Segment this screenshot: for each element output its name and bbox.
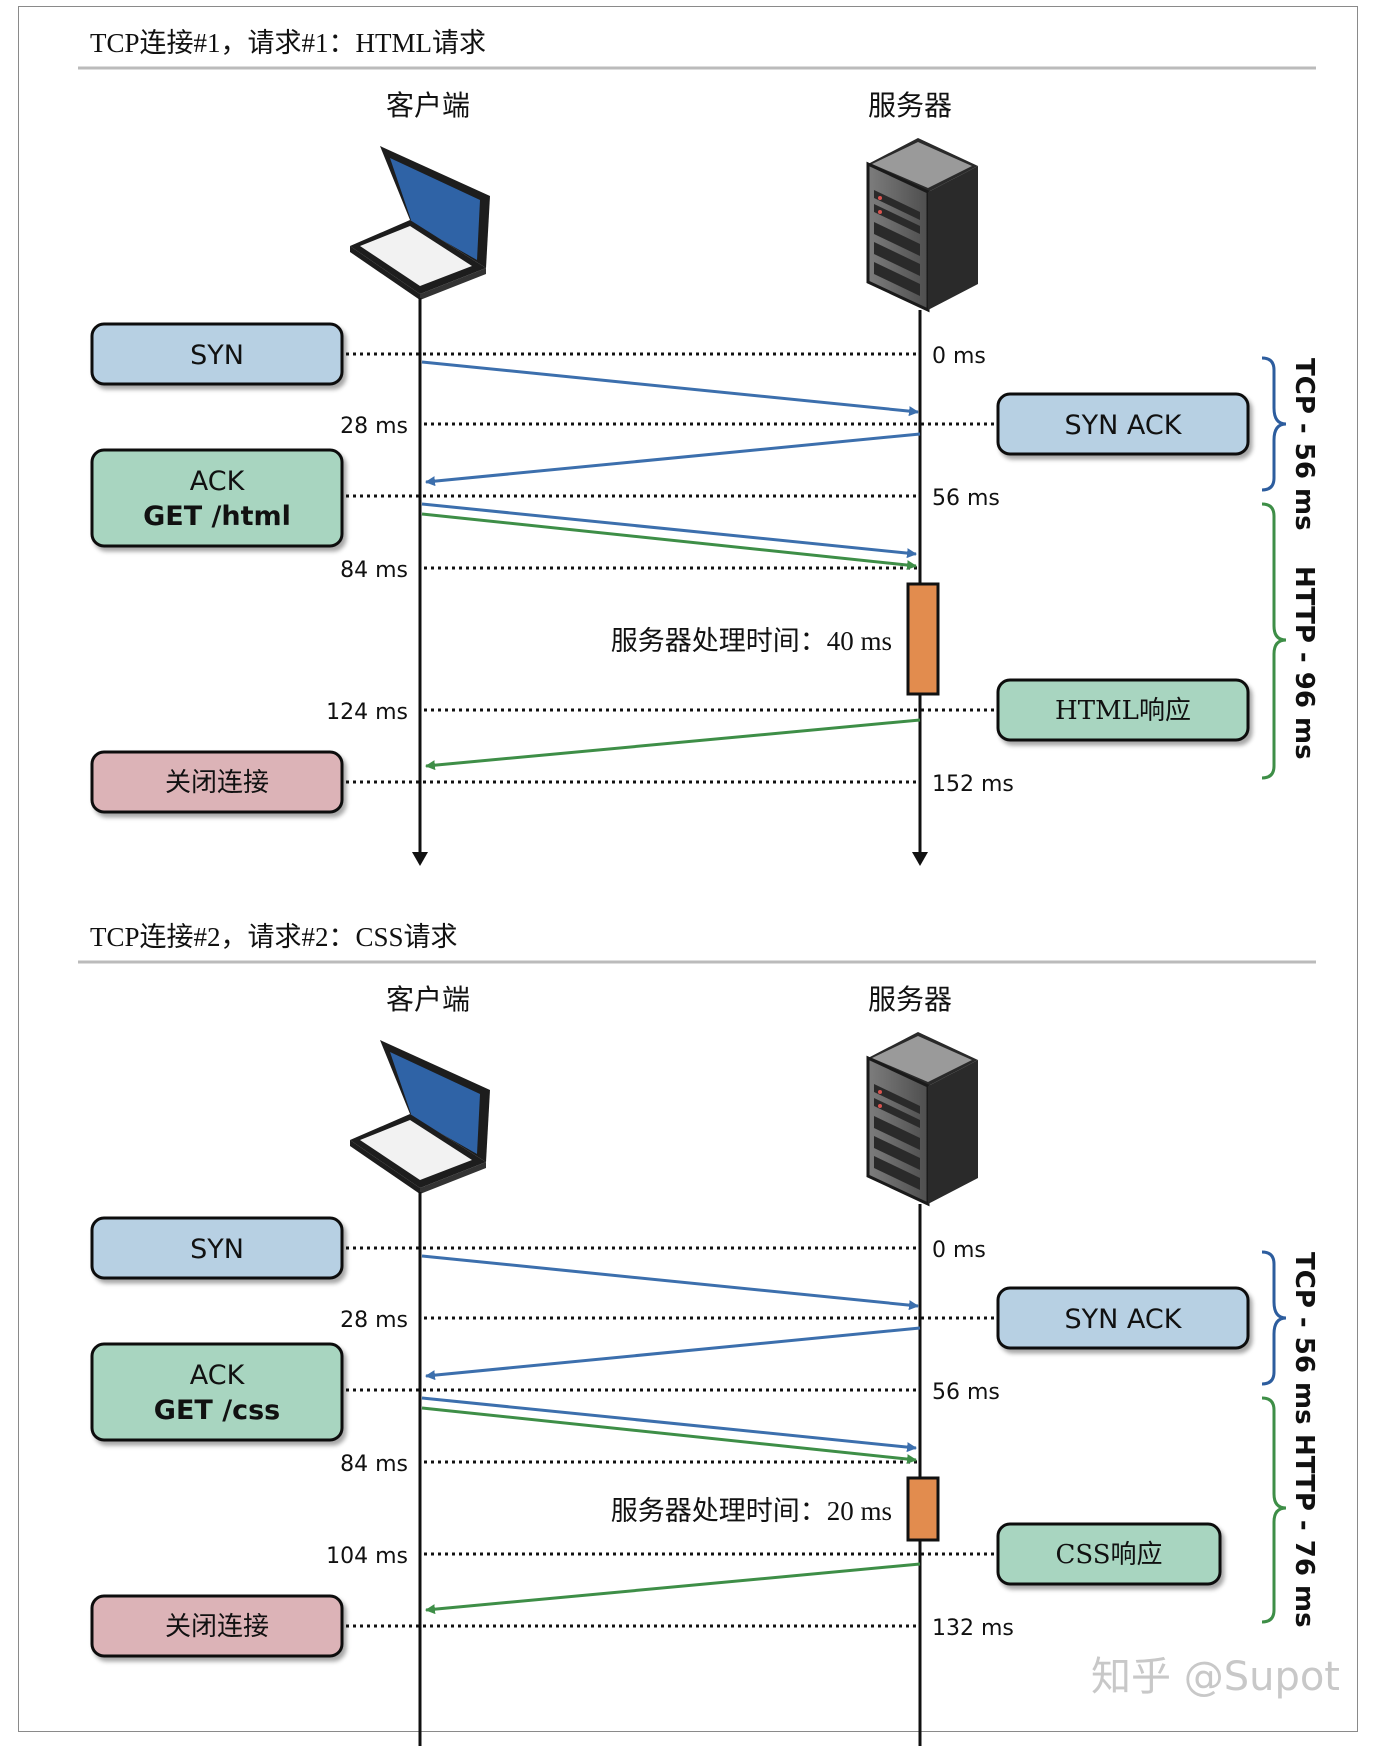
server-icon <box>866 1032 978 1207</box>
watermark: 知乎 @Supot <box>1091 1654 1340 1700</box>
synack-box: SYN ACK <box>996 1286 1250 1350</box>
figure-frame <box>18 6 1358 1732</box>
arrow-response <box>425 1562 921 1615</box>
arrow-get <box>421 512 917 571</box>
syn-box: SYN <box>90 322 344 386</box>
syn-label: SYN <box>190 340 244 371</box>
tcp-brace-label: TCP - 56 ms <box>1289 1252 1319 1425</box>
ack-label: ACK <box>190 466 246 497</box>
close-box: 关闭连接 <box>90 1594 344 1658</box>
http-brace <box>1261 502 1287 780</box>
synack-label: SYN ACK <box>1065 410 1183 441</box>
time-left-1: 28 ms <box>340 1308 408 1333</box>
http-brace-label: HTTP - 76 ms <box>1289 1434 1319 1628</box>
panel-title: TCP连接#1，请求#1：HTML请求 <box>90 28 486 58</box>
arrow-response <box>425 718 921 771</box>
laptop-icon <box>350 146 490 300</box>
server-label: 服务器 <box>868 984 952 1016</box>
time-gridlines <box>346 1246 996 1628</box>
http-brace-label: HTTP - 96 ms <box>1289 566 1319 760</box>
processing-label: 服务器处理时间：20 ms <box>611 1496 892 1526</box>
client-label: 客户端 <box>386 984 470 1016</box>
time-left-2: 84 ms <box>340 558 408 583</box>
time-gridlines <box>346 352 996 784</box>
get-label: GET /css <box>154 1395 280 1426</box>
panel-connection-2: TCP连接#2，请求#2：CSS请求 客户端 服务器 <box>78 922 1319 1746</box>
processing-bar <box>906 1476 940 1542</box>
arrow-synack <box>425 432 921 487</box>
synack-label: SYN ACK <box>1065 1304 1183 1335</box>
syn-label: SYN <box>190 1234 244 1265</box>
close-box: 关闭连接 <box>90 750 344 814</box>
response-label: CSS响应 <box>1055 1540 1162 1570</box>
time-left-3: 124 ms <box>326 700 408 725</box>
time-right-1: 0 ms <box>932 1238 986 1263</box>
get-label: GET /html <box>143 501 291 532</box>
client-label: 客户端 <box>386 90 470 122</box>
arrow-ack <box>421 502 917 559</box>
response-label: HTML响应 <box>1055 696 1191 726</box>
close-label: 关闭连接 <box>165 768 269 798</box>
response-box: HTML响应 <box>996 678 1250 742</box>
server-label: 服务器 <box>868 90 952 122</box>
ack-get-box: ACK GET /css <box>90 1342 344 1442</box>
time-right-1: 0 ms <box>932 344 986 369</box>
arrow-ack <box>421 1396 917 1453</box>
processing-label: 服务器处理时间：40 ms <box>611 626 892 656</box>
laptop-icon <box>350 1040 490 1194</box>
tcp-brace-label: TCP - 56 ms <box>1289 358 1319 531</box>
close-label: 关闭连接 <box>165 1612 269 1642</box>
tcp-brace <box>1261 1250 1287 1386</box>
time-left-2: 84 ms <box>340 1452 408 1477</box>
time-right-3: 132 ms <box>932 1616 1014 1641</box>
time-right-3: 152 ms <box>932 772 1014 797</box>
time-right-2: 56 ms <box>932 1380 1000 1405</box>
processing-bar <box>906 582 940 696</box>
syn-box: SYN <box>90 1216 344 1280</box>
arrow-syn <box>421 1254 919 1311</box>
time-right-2: 56 ms <box>932 486 1000 511</box>
panel-connection-1: TCP连接#1，请求#1：HTML请求 客户端 服务器 <box>78 28 1319 866</box>
server-icon <box>866 138 978 313</box>
ack-get-box: ACK GET /html <box>90 448 344 548</box>
synack-box: SYN ACK <box>996 392 1250 456</box>
tcp-brace <box>1261 356 1287 492</box>
panel-title: TCP连接#2，请求#2：CSS请求 <box>90 922 458 952</box>
ack-label: ACK <box>190 1360 246 1391</box>
arrow-get <box>421 1406 917 1465</box>
http-brace <box>1261 1396 1287 1624</box>
arrow-synack <box>425 1326 921 1381</box>
arrow-syn <box>421 360 919 417</box>
time-left-1: 28 ms <box>340 414 408 439</box>
response-box: CSS响应 <box>996 1522 1222 1586</box>
time-left-3: 104 ms <box>326 1544 408 1569</box>
